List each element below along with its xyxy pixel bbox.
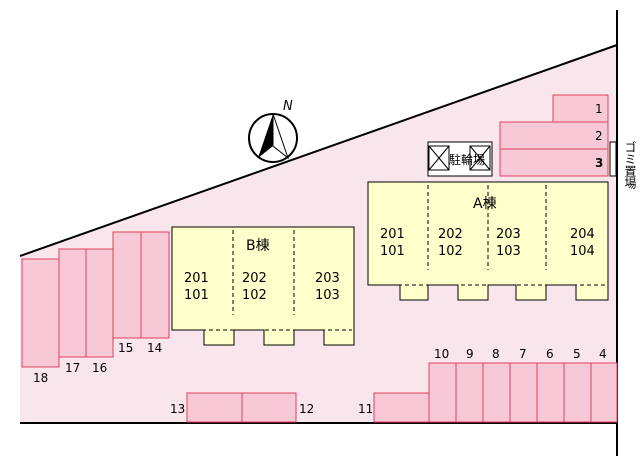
parking-space: [455, 362, 484, 423]
parking-number: 12: [299, 402, 314, 416]
parking-space: [140, 231, 170, 339]
parking-space: [509, 362, 538, 423]
a-unit-1-upper: 201: [380, 227, 405, 242]
parking-single: 11: [358, 392, 430, 423]
parking-space: [590, 362, 618, 423]
parking-space: [563, 362, 592, 423]
parking-number: 15: [118, 341, 133, 355]
b-unit-3-upper: 203: [315, 271, 340, 286]
bicycle-parking-label: 駐輪場: [449, 152, 485, 167]
b-unit-3-lower: 103: [315, 288, 340, 303]
parking-number: 10: [434, 347, 449, 361]
parking-space: [241, 392, 297, 423]
a-unit-2-upper: 202: [438, 227, 463, 242]
a-unit-3-upper: 203: [496, 227, 521, 242]
garbage-area: ゴミ置場: [609, 140, 637, 190]
parking-number: 6: [546, 347, 554, 361]
parking-left-high: 15 14: [112, 231, 170, 355]
parking-space: [112, 231, 142, 339]
parking-number: 17: [65, 361, 80, 375]
building-a: A棟 201 101 202 102 203 103 204 104: [367, 181, 609, 301]
parking-number: 11: [358, 402, 373, 416]
parking-left-low: 18 17 16: [21, 248, 114, 385]
parking-number: 1: [595, 102, 603, 116]
parking-bottom-right: 10 9 8 7 6 5 4: [428, 347, 618, 423]
parking-space: [373, 392, 430, 423]
bicycle-marker-right: [469, 145, 491, 171]
parking-number: 4: [599, 347, 607, 361]
parking-top-right: 1 2 3: [499, 94, 609, 177]
north-label: N: [283, 99, 293, 114]
parking-space: [186, 392, 243, 423]
parking-space: [428, 362, 457, 423]
parking-number: 8: [492, 347, 500, 361]
building-a-label: A棟: [473, 196, 497, 212]
parking-space: [536, 362, 565, 423]
a-unit-4-lower: 104: [570, 244, 595, 259]
parking-number: 16: [92, 361, 107, 375]
building-b-label: B棟: [246, 238, 270, 254]
parking-space: [499, 148, 609, 177]
parking-space: [499, 121, 609, 150]
a-unit-3-lower: 103: [496, 244, 521, 259]
parking-number: 7: [519, 347, 527, 361]
parking-space: [21, 258, 60, 368]
bicycle-parking: 駐輪場: [427, 141, 493, 177]
parking-number: 3: [595, 156, 603, 170]
b-unit-2-lower: 102: [242, 288, 267, 303]
parking-bottom-middle: 13 12: [170, 392, 314, 423]
parking-space: [482, 362, 511, 423]
parking-number: 14: [147, 341, 162, 355]
parking-space: [85, 248, 114, 358]
a-unit-1-lower: 101: [380, 244, 405, 259]
b-unit-1-lower: 101: [184, 288, 209, 303]
parking-number: 9: [466, 347, 474, 361]
parking-number: 18: [33, 371, 48, 385]
site-boundary-north: [19, 44, 618, 257]
parking-space: [58, 248, 87, 358]
b-unit-2-upper: 202: [242, 271, 267, 286]
a-unit-2-lower: 102: [438, 244, 463, 259]
parking-number: 2: [595, 129, 603, 143]
parking-number: 13: [170, 402, 185, 416]
a-unit-4-upper: 204: [570, 227, 595, 242]
building-b: B棟 201 101 202 102 203 103: [171, 226, 355, 346]
b-unit-1-upper: 201: [184, 271, 209, 286]
bicycle-marker-left: [428, 145, 450, 171]
parking-number: 5: [573, 347, 581, 361]
north-arrow-icon: N: [248, 99, 298, 163]
garbage-area-label: ゴミ置場: [623, 140, 637, 190]
